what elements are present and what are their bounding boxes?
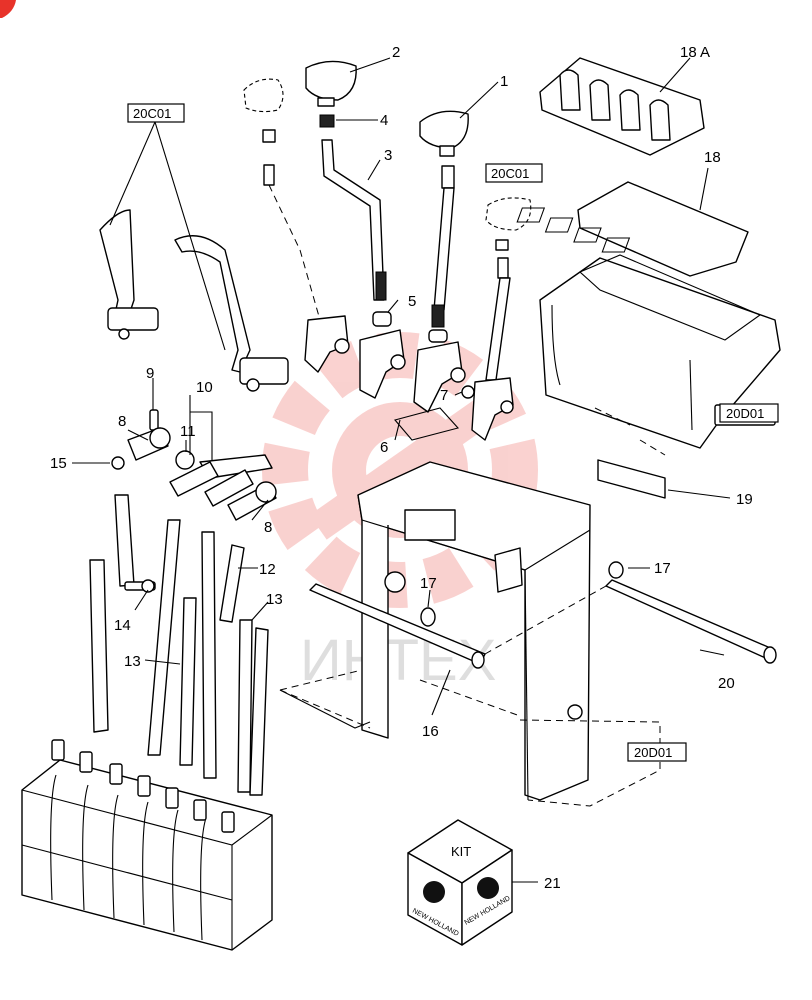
label-5: 5 [408,293,416,310]
switch-plate [516,181,749,277]
kit-box: KIT NEW HOLLAND NEW HOLLAND [407,819,513,946]
label-11: 11 [180,423,196,440]
control-levers [243,60,532,381]
label-7: 7 [440,387,448,404]
new-holland-logo-right [477,877,499,899]
label-4: 4 [380,112,388,129]
ref-20d01-top-text: 20D01 [726,406,764,421]
label-13-left: 13 [124,653,141,670]
label-18: 18 [704,149,721,166]
shafts [309,561,777,669]
ref-box-20c01-left: 20C01 [127,103,185,123]
lever-assembly [111,409,277,521]
label-8-lower: 8 [264,519,272,536]
label-6: 6 [380,439,388,456]
watermark-text: ИНТЕХ [300,628,496,693]
bent-levers [99,209,289,392]
label-10: 10 [196,379,213,396]
label-16: 16 [422,723,439,740]
ref-20c01-right-text: 20C01 [491,166,529,181]
switch-module [539,57,705,156]
label-17-center: 17 [420,575,437,592]
bolt-14 [124,579,156,593]
ref-box-20d01-top: 20D01 [719,403,779,423]
label-18a: 18 A [680,44,710,61]
label-17-right: 17 [654,560,671,577]
lever-brackets [304,315,514,441]
label-8-upper: 8 [118,413,126,430]
label-3: 3 [384,147,392,164]
label-12: 12 [259,561,276,578]
ref-box-20d01-bottom: 20D01 [627,742,687,762]
label-21: 21 [544,875,561,892]
new-holland-logo-left [423,881,445,903]
ref-box-20c01-right: 20C01 [485,163,543,183]
leader-lines [72,57,731,883]
valve-block [21,739,273,951]
label-15: 15 [50,455,67,472]
label-20: 20 [718,675,735,692]
label-14: 14 [114,617,131,634]
ref-20d01-bottom-text: 20D01 [634,745,672,760]
part-labels: 2 1 4 3 5 6 7 8 8 9 10 11 12 13 13 14 15… [50,44,753,892]
label-2: 2 [392,44,400,61]
cover-panel [539,254,781,499]
link-rods [89,494,269,796]
ref-20c01-left-text: 20C01 [133,106,171,121]
corner-logo [0,0,16,18]
label-1: 1 [500,73,508,90]
kit-title: KIT [451,844,471,859]
label-9: 9 [146,365,154,382]
label-13-right: 13 [266,591,283,608]
label-19: 19 [736,491,753,508]
